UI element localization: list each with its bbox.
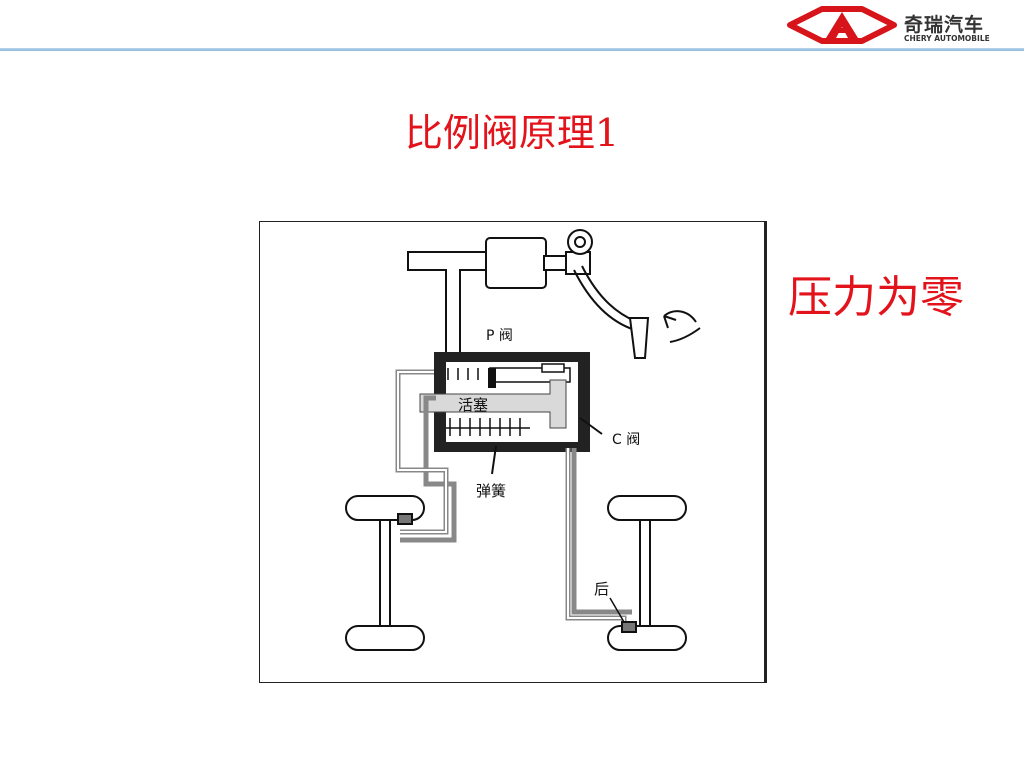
piston-label: 活塞 — [458, 396, 488, 414]
brake-pedal — [573, 265, 650, 359]
pressure-status-label: 压力为零 — [788, 272, 964, 323]
chery-logo: 奇瑞汽车 CHERY AUTOMOBILE — [786, 6, 1018, 44]
master-cylinder — [407, 229, 593, 361]
p-valve-label: P 阀 — [486, 328, 513, 344]
header-divider-line — [0, 48, 1024, 51]
valve-schematic: P 阀 活塞 C 阀 弹簧 后 — [345, 229, 701, 651]
rear-leader — [609, 597, 625, 623]
rear-label: 后 — [594, 580, 609, 598]
c-valve-leader — [579, 417, 603, 435]
proportioning-valve-diagram: P 阀 活塞 C 阀 弹簧 后 — [259, 221, 767, 683]
logo-chinese-text: 奇瑞汽车 — [904, 14, 985, 36]
valve-body — [419, 352, 590, 452]
slide-title: 比例阀原理1 — [404, 111, 620, 155]
chery-emblem-icon — [787, 6, 897, 44]
rear-axle-right — [607, 495, 687, 651]
front-axle-left — [345, 495, 425, 651]
spring-label: 弹簧 — [476, 482, 506, 500]
c-valve-label: C 阀 — [612, 432, 640, 448]
logo-english-text: CHERY AUTOMOBILE — [904, 34, 990, 43]
spring-leader — [491, 445, 497, 475]
press-arrow-icon — [663, 310, 701, 343]
